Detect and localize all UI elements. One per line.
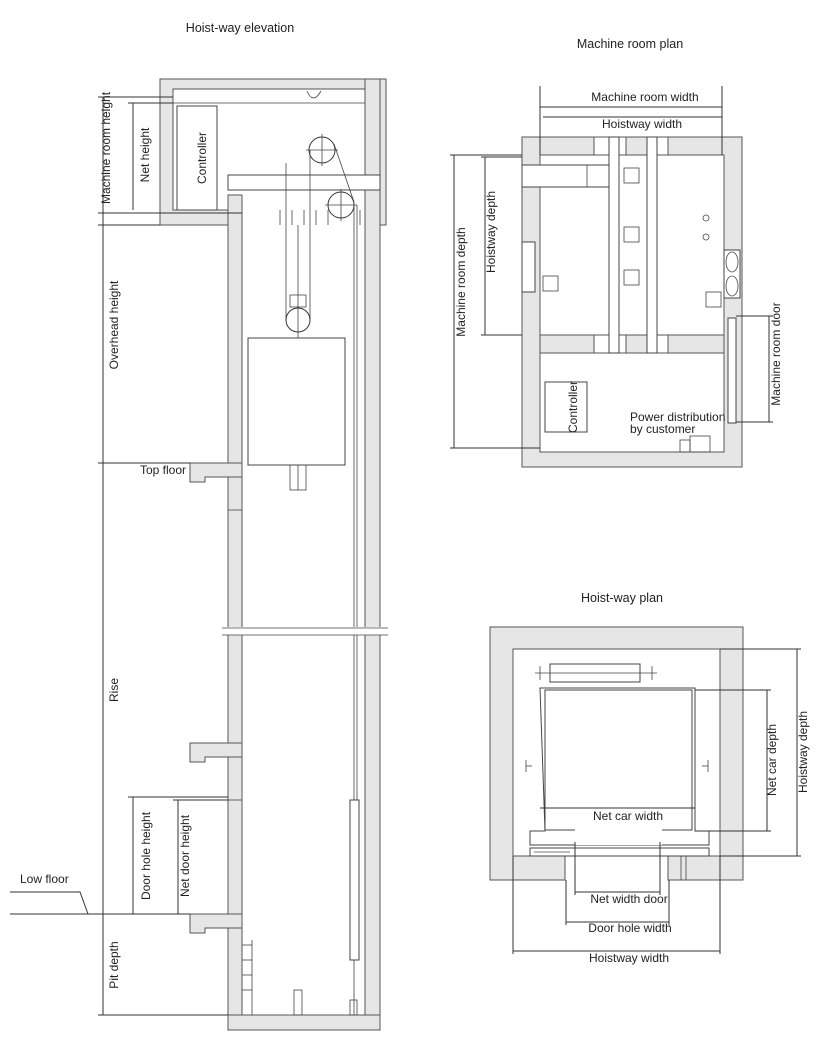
machine-room-width-label: Machine room width: [591, 90, 698, 104]
counterweight: [349, 799, 360, 961]
hoistway-width-label: Hoistway width: [589, 951, 669, 965]
hoistway-width-label: Hoistway width: [602, 117, 682, 131]
ventilation-fan: [723, 249, 741, 299]
top-floor-slab: [189, 462, 243, 483]
machine-room-height-label: Machine room height: [99, 91, 113, 204]
side-opening: [521, 241, 536, 293]
overhead-height-label: Overhead height: [107, 280, 121, 369]
rail-left: [608, 136, 620, 354]
net-width-door-label: Net width door: [590, 892, 667, 906]
net-height-label: Net height: [138, 127, 152, 182]
car-sheave-icon: [285, 294, 311, 333]
sill: [529, 847, 710, 857]
net-car-width-label: Net car width: [593, 809, 663, 823]
controller-cabinet: [544, 381, 588, 433]
net-car-depth-label: Net car depth: [765, 724, 779, 796]
rail-right: [646, 136, 658, 354]
low-floor-label: Low floor: [20, 872, 69, 886]
machine-beam: [521, 164, 610, 188]
machine-room-plan: Machine room plan Controller: [450, 37, 783, 468]
hoistway-plan-dimensions: [512, 648, 801, 954]
machine-room-door-label: Machine room door: [769, 302, 783, 405]
machine-room-dimensions: [450, 86, 773, 449]
deflector-sheave-icon: [325, 189, 357, 221]
controller-cabinet: [176, 105, 218, 211]
hook-icon: [306, 90, 322, 99]
hoistway-elevation: Hoist-way elevation Controller: [10, 21, 388, 1031]
pit-depth-label: Pit depth: [107, 941, 121, 988]
divider-wall: [539, 334, 725, 354]
hoistway-depth-label: Hoistway depth: [796, 711, 810, 793]
elevation-dimensions: [10, 96, 242, 1016]
controller-label: Controller: [195, 132, 209, 184]
middle-floor-slab: [189, 742, 243, 763]
elevator-car: [247, 337, 346, 466]
net-door-height-label: Net door height: [178, 814, 192, 897]
machine-room-plan-title: Machine room plan: [577, 37, 683, 51]
pit-ladder: [242, 940, 253, 1015]
controller-label: Controller: [566, 381, 580, 433]
shaft-right-wall: [364, 78, 381, 1031]
rise-label: Rise: [107, 678, 121, 702]
hoistway-depth-label: Hoistway depth: [484, 191, 498, 273]
hoistway-plan: Hoist-way plan Net car width Net car dep…: [489, 591, 810, 965]
machine-bedplate: [227, 174, 381, 191]
power-distribution-label-2: by customer: [630, 422, 695, 436]
cwt-buffer: [349, 999, 358, 1016]
door-hole-height-label: Door hole height: [139, 811, 153, 900]
floor-slots: [279, 210, 361, 225]
door-hole-width-label: Door hole width: [588, 921, 671, 935]
hoistway-plan-title: Hoist-way plan: [581, 591, 663, 605]
machine-room-door: [727, 317, 737, 424]
break-line: [222, 627, 388, 636]
shaft-left-wall: [227, 194, 243, 1031]
top-floor-label: Top floor: [140, 463, 186, 477]
traction-sheave-icon: [306, 134, 338, 166]
car-buffer: [293, 989, 303, 1016]
pit-floor: [227, 1014, 381, 1031]
power-distribution-label: Power distribution: [630, 410, 725, 424]
low-floor-slab: [189, 913, 243, 934]
machine-room-depth-label: Machine room depth: [454, 227, 468, 336]
elevation-title: Hoist-way elevation: [186, 21, 294, 35]
hole-markers: [542, 167, 722, 308]
